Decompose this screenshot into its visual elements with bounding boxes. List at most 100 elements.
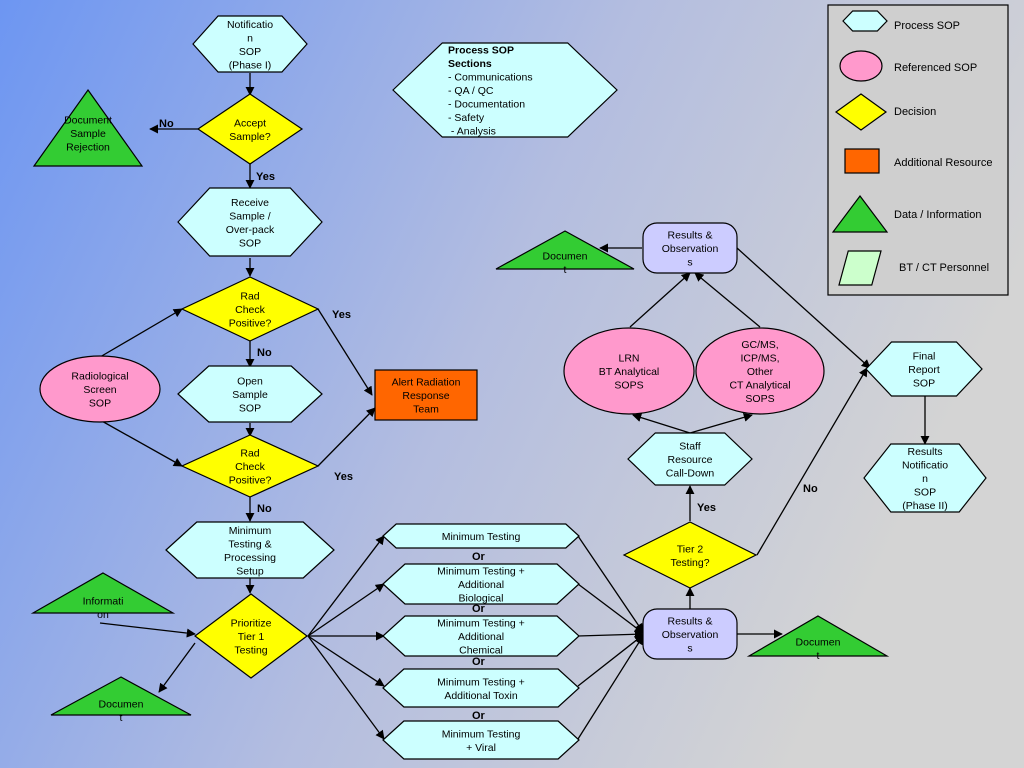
document-node-top-shape [495,230,635,270]
process-sop-sections-note-shape [392,42,618,138]
legend-personnel-icon [838,250,882,286]
or-label-3: Or [472,656,486,668]
no-label-tier2: No [803,483,818,495]
minimum-testing-processing-node-shape [165,521,335,579]
legend-referenced-label: Referenced SOP [894,62,977,74]
legend-decision-icon [834,93,888,131]
document-sample-rejection-node-shape [32,88,144,167]
minimum-testing-toxin-node-label: Minimum Testing +Additional Toxin [437,676,525,702]
connectors [99,73,930,740]
prioritize-tier1-decision-shape [194,593,308,679]
gcms-ct-analytical-node-shape [695,327,825,415]
alert-radiation-response-node-shape [374,369,478,421]
final-report-sop-node-shape [865,341,983,397]
rad-check-decision-2-shape [180,434,320,498]
no-label-accept: No [159,118,174,130]
legend-decision-label: Decision [894,106,936,118]
minimum-testing-node[interactable]: Minimum Testing [382,523,580,549]
legend: Process SOP Referenced SOP Decision Addi… [827,4,1009,296]
minimum-testing-viral-node-label: Minimum Testing+ Viral [442,728,521,754]
or-label-2: Or [472,603,486,615]
minimum-testing-chemical-node-shape [382,615,580,657]
minimum-testing-toxin-node[interactable]: Minimum Testing +Additional Toxin [382,668,580,708]
legend-data-label: Data / Information [894,209,981,221]
document-node-bottom-left-shape [50,676,192,716]
minimum-testing-viral-node[interactable]: Minimum Testing+ Viral [382,720,580,760]
or-label-4: Or [472,710,486,722]
legend-additional-icon [844,148,880,174]
legend-personnel-label: BT / CT Personnel [899,262,989,274]
legend-additional-icon-shape [844,148,880,174]
radiological-screen-sop-node-shape [39,355,161,423]
yes-label-rad1: Yes [332,309,351,321]
no-label-rad1: No [257,347,272,359]
no-label-rad2: No [257,503,272,515]
legend-additional-label: Additional Resource [894,157,992,169]
open-sample-sop-node-shape [177,365,323,423]
minimum-testing-node-label: Minimum Testing [442,531,521,543]
results-notification-sop-node-shape [863,443,987,513]
or-label-1: Or [472,551,486,563]
rad-check-decision-1-shape [180,276,320,342]
lrn-bt-analytical-node-shape [563,327,695,415]
legend-personnel-icon-shape [838,250,882,286]
yes-label-rad2: Yes [334,471,353,483]
legend-data-icon-shape [831,195,889,233]
legend-process-icon [842,10,888,32]
document-node-bottom-right-shape [746,615,890,657]
minimum-testing-viral-node-shape [382,720,580,760]
minimum-testing-biological-node-shape [382,563,580,605]
legend-referenced-icon-shape [839,50,883,82]
